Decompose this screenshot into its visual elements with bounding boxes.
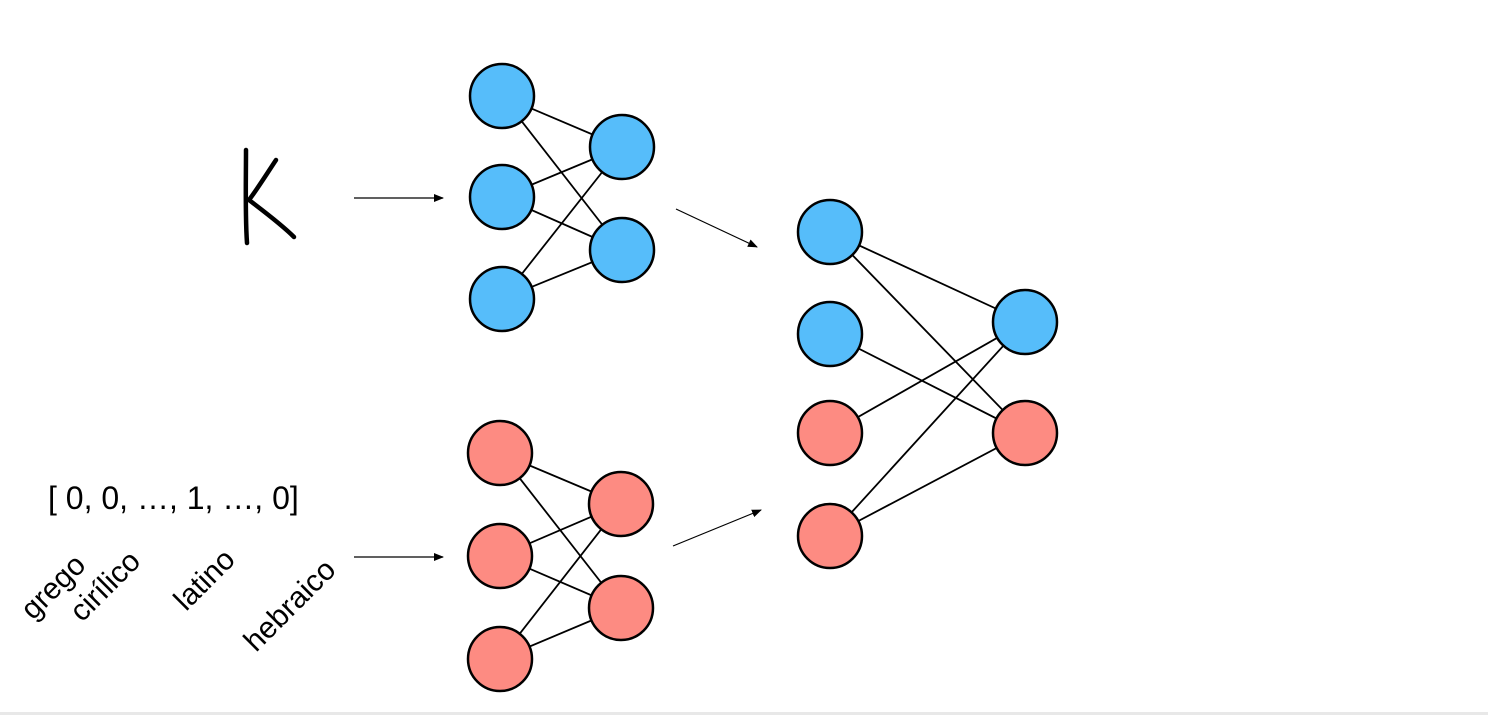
combiner-output-node-blue xyxy=(991,288,1059,356)
combiner-network xyxy=(796,198,1059,570)
image-encoder-network xyxy=(468,62,656,333)
image-output-node xyxy=(588,216,656,284)
script-output-node xyxy=(587,574,655,642)
script-output-node xyxy=(587,470,655,538)
arrow-image-encoder-to-combiner xyxy=(675,208,758,248)
edge xyxy=(829,333,1026,434)
script-input-node xyxy=(466,625,534,693)
edge xyxy=(829,321,1026,434)
image-input-node xyxy=(468,265,536,333)
combiner-input-node-blue xyxy=(796,300,864,368)
arrow-script-encoder-to-combiner xyxy=(672,509,762,547)
one-hot-vector-label: [ 0, 0, …, 1, …, 0] xyxy=(48,480,299,516)
image-input-node xyxy=(468,62,536,130)
category-label-latino: latino xyxy=(168,543,242,617)
image-input-node xyxy=(468,163,536,231)
edge xyxy=(829,321,1026,537)
combiner-input-node-blue xyxy=(796,198,864,266)
combiner-input-node-red xyxy=(796,399,864,467)
edge xyxy=(829,432,1026,537)
bottom-divider xyxy=(0,712,1488,715)
combiner-input-node-red xyxy=(796,502,864,570)
image-output-node xyxy=(588,113,656,181)
edge xyxy=(829,231,1026,323)
handwritten-glyph: K xyxy=(243,147,297,246)
edge xyxy=(829,231,1026,434)
script-input-node xyxy=(466,419,534,487)
script-input-node xyxy=(466,522,534,590)
combiner-edges xyxy=(829,231,1026,537)
category-label-hebraico: hebraico xyxy=(238,553,343,658)
script-encoder-network xyxy=(466,419,655,693)
combiner-output-node-red xyxy=(991,399,1059,467)
